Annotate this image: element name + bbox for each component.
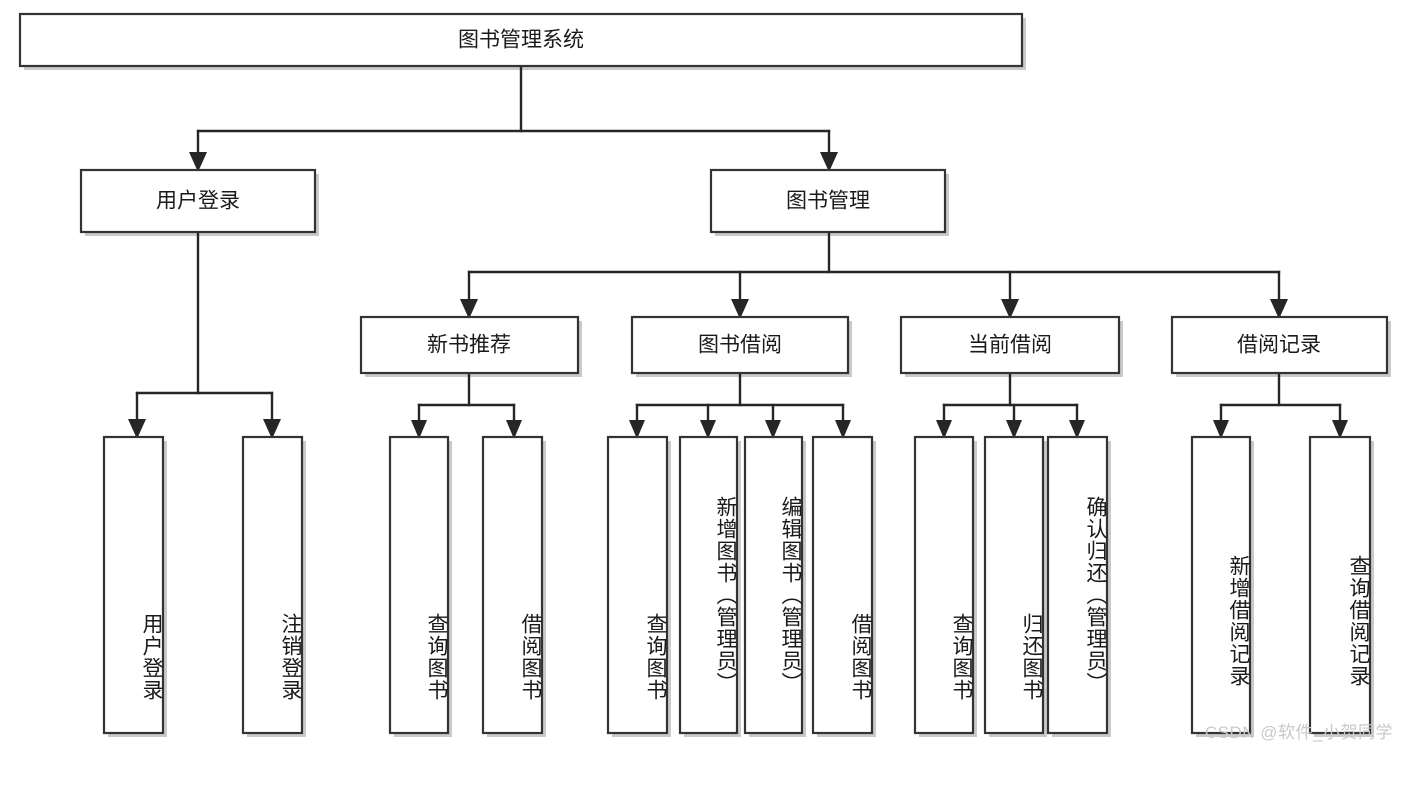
leaf-box-return-book[interactable] [983,435,1045,735]
org-chart-diagram: 图书管理系统 用户登录 图书管理 新书推荐 图书借阅 当前借阅 借阅记录 用户登… [18,12,1393,742]
node-book-borrow-box[interactable] [630,315,850,375]
leaf-box-confirm-return[interactable] [1046,435,1109,735]
node-root-box[interactable] [18,12,1024,68]
node-borrow-record-box[interactable] [1170,315,1389,375]
diagram-canvas: 图书管理系统 用户登录 图书管理 新书推荐 图书借阅 当前借阅 借阅记录 [18,12,1391,737]
root-label: 图书管理系统 [458,29,584,52]
leaf-box-add-record[interactable] [1190,435,1252,735]
node-user-login-box[interactable] [79,168,317,234]
leaf-box-edit-book[interactable] [743,435,804,735]
node-book-management-box[interactable] [709,168,947,234]
book-management-label: 图书管理 [786,190,870,213]
node-current-borrow-box[interactable] [899,315,1121,375]
leaf-box-query-book-1[interactable] [388,435,450,735]
leaf-box-query-book-2[interactable] [606,435,669,735]
leaf-box-query-record[interactable] [1308,435,1372,735]
borrow-record-label: 借阅记录 [1237,334,1321,357]
connector-arrowheads [128,152,1348,439]
new-book-recommend-label: 新书推荐 [427,334,511,357]
user-login-label: 用户登录 [156,190,240,213]
book-borrow-label: 图书借阅 [698,334,782,357]
node-labels: 图书管理系统 用户登录 图书管理 新书推荐 图书借阅 当前借阅 借阅记录 [156,29,1321,357]
leaf-box-user-logout[interactable] [241,435,304,735]
leaf-box-add-book[interactable] [678,435,739,735]
leaf-box-user-login[interactable] [102,435,165,735]
leaf-box-borrow-book-2[interactable] [811,435,874,735]
node-boxes [18,12,1389,735]
leaf-box-query-book-3[interactable] [913,435,975,735]
current-borrow-label: 当前借阅 [968,334,1052,357]
watermark-text: CSDN @软件_小贺同学 [1204,723,1393,742]
node-new-book-recommend-box[interactable] [359,315,580,375]
leaf-box-borrow-book-1[interactable] [481,435,544,735]
connector-lines [135,64,1342,429]
